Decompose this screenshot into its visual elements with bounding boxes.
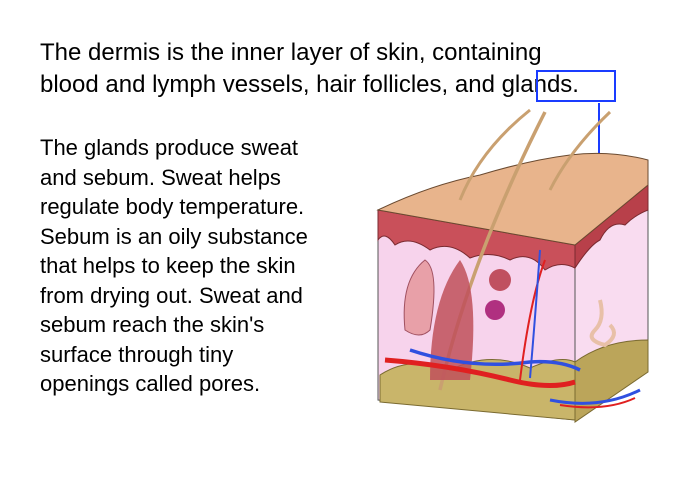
glands-highlight-box (536, 70, 616, 102)
body-line: openings called pores. (40, 371, 261, 396)
body-line: regulate body temperature. (40, 194, 305, 219)
body-line: Sebum is an oily substance (40, 223, 308, 249)
body-line: The glands produce sweat (40, 135, 299, 160)
intro-line-2: blood and lymph vessels, hair follicles,… (40, 71, 579, 98)
body-line: surface through tiny (40, 341, 234, 367)
skin-cross-section-illustration (376, 108, 649, 423)
body-line: from drying out. Sweat and (40, 282, 303, 308)
body-paragraph: The glands produce sweat and sebum. Swea… (40, 133, 370, 399)
intro-line-1: The dermis is the inner layer of skin, c… (40, 39, 542, 66)
body-line: sebum reach the skin's (40, 312, 265, 337)
body-line: and sebum. Sweat helps (40, 164, 281, 190)
body-line: that helps to keep the skin (40, 253, 296, 278)
intro-paragraph: The dermis is the inner layer of skin, c… (40, 37, 680, 101)
